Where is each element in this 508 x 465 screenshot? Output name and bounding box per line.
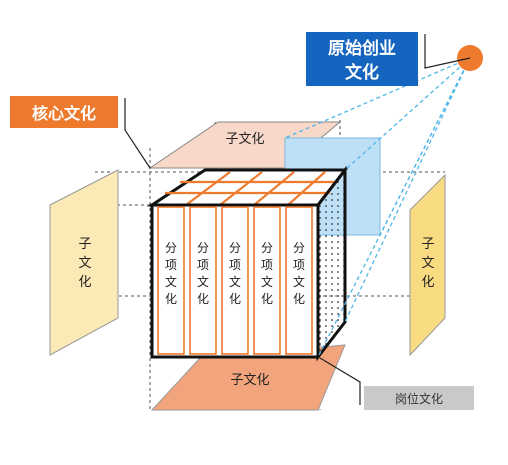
item-col1-c2: 项 — [165, 258, 177, 272]
left-sub-culture-char-3: 化 — [78, 275, 91, 290]
cube-top-face — [147, 168, 349, 207]
item-col4-c2: 项 — [261, 258, 273, 272]
item-col3-c4: 化 — [229, 292, 241, 306]
bottom-sub-culture-label: 子文化 — [230, 373, 269, 388]
item-col1-c3: 文 — [165, 274, 177, 289]
right-sub-culture-char-2: 文 — [421, 256, 434, 271]
original-culture-line1: 原始创业 — [328, 38, 396, 59]
item-col1-c1: 分 — [165, 241, 177, 255]
right-sub-culture-char-3: 化 — [421, 275, 434, 290]
item-col5-c2: 项 — [293, 258, 305, 272]
item-column-1 — [157, 206, 185, 355]
item-col2-c1: 分 — [197, 241, 209, 255]
item-col5-c4: 化 — [293, 292, 305, 306]
light-rays — [284, 57, 471, 358]
left-sub-culture-char-1: 子 — [78, 237, 91, 252]
core-culture-label: 核心文化 — [32, 104, 96, 123]
item-col2-c2: 项 — [197, 258, 209, 272]
item-column-2 — [189, 206, 217, 355]
original-culture-line2: 文化 — [345, 62, 379, 83]
item-col2-c4: 化 — [197, 292, 209, 306]
left-sub-culture-plane — [49, 169, 119, 356]
item-col4-c3: 文 — [261, 274, 273, 289]
item-col5-c3: 文 — [293, 274, 305, 289]
item-col3-c1: 分 — [229, 241, 241, 255]
item-culture-texts: 分 项 文 化 分 项 文 化 分 项 文 化 分 项 文 化 分 项 文 化 — [165, 241, 305, 306]
item-column-4 — [253, 206, 281, 355]
item-col5-c1: 分 — [293, 241, 305, 255]
original-culture-box — [306, 32, 418, 86]
right-sub-culture-char-1: 子 — [421, 237, 434, 252]
top-sub-culture-label: 子文化 — [225, 132, 264, 147]
item-culture-columns — [157, 206, 313, 355]
cube-right-face — [316, 165, 347, 362]
item-col2-c3: 文 — [197, 274, 209, 289]
core-culture-box — [10, 96, 118, 128]
item-col1-c4: 化 — [165, 292, 177, 306]
item-column-3 — [221, 206, 249, 355]
post-culture-box — [364, 386, 474, 410]
item-column-5 — [285, 206, 313, 355]
left-sub-culture-char-2: 文 — [78, 256, 91, 271]
item-col4-c1: 分 — [261, 241, 273, 255]
callout-lines — [124, 34, 471, 405]
item-col4-c4: 化 — [261, 292, 273, 306]
item-col3-c3: 文 — [229, 274, 241, 289]
post-culture-label: 岗位文化 — [395, 391, 443, 406]
item-col3-c2: 项 — [229, 258, 241, 272]
right-sub-culture-plane — [409, 173, 446, 357]
cube-top-grid — [165, 171, 338, 206]
